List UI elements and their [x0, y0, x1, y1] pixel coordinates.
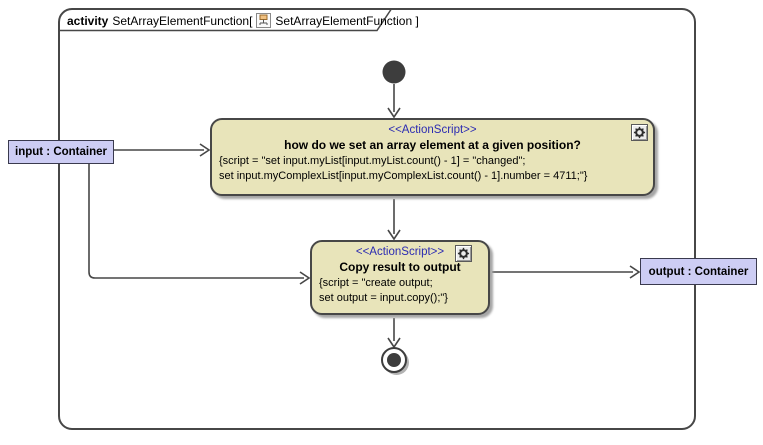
edge-set-array-to-copy: [387, 199, 401, 241]
activity-name: SetArrayElementFunction[: [112, 13, 253, 28]
arrowhead-right-icon: [629, 265, 641, 279]
script-line: set input.myComplexList[input.myComplexL…: [219, 170, 588, 182]
action-title: how do we set an array element at a give…: [284, 138, 581, 152]
diagram-ref-name: SetArrayElementFunction ]: [275, 13, 419, 28]
activity-keyword: activity: [67, 13, 109, 28]
gear-button[interactable]: [455, 245, 472, 262]
action-node-copy-result[interactable]: <<ActionScript>> Copy result to output {…: [310, 240, 490, 315]
edge-input-to-set-array: [114, 143, 211, 157]
activity-frame: [58, 8, 696, 430]
output-pin-label: output : Container: [648, 265, 749, 278]
output-pin[interactable]: output : Container: [640, 258, 757, 285]
input-pin-label: input : Container: [15, 146, 107, 158]
script-line: {script = "set input.myList[input.myList…: [219, 155, 526, 167]
action-title: Copy result to output: [339, 260, 461, 274]
script-line: {script = "create output;: [319, 277, 433, 289]
stereotype-label: <<ActionScript>>: [388, 124, 477, 136]
script-line: set output = input.copy();"}: [319, 292, 448, 304]
gear-icon: [633, 126, 646, 139]
input-pin[interactable]: input : Container: [8, 140, 114, 164]
frame-tab: activity SetArrayElementFunction[ SetArr…: [67, 12, 419, 29]
edge-initial-to-set-array: [387, 84, 401, 119]
gear-icon: [457, 247, 470, 260]
stereotype-label: <<ActionScript>>: [355, 246, 445, 258]
activity-diagram-icon: [256, 13, 272, 28]
frame-tab-outline: [59, 9, 392, 32]
initial-node[interactable]: [382, 60, 406, 84]
edge-copy-to-output: [492, 265, 641, 279]
arrowhead-down-icon: [387, 107, 401, 119]
gear-button[interactable]: [631, 124, 648, 141]
arrowhead-down-icon: [387, 229, 401, 241]
arrowhead-right-icon: [299, 271, 311, 285]
arrowhead-right-icon: [199, 143, 211, 157]
activity-final-node[interactable]: [381, 347, 409, 375]
edge-copy-to-final: [387, 318, 401, 349]
edge-input-to-copy: [88, 164, 311, 285]
action-node-set-array-element[interactable]: <<ActionScript>> how do we set an array …: [210, 118, 655, 196]
